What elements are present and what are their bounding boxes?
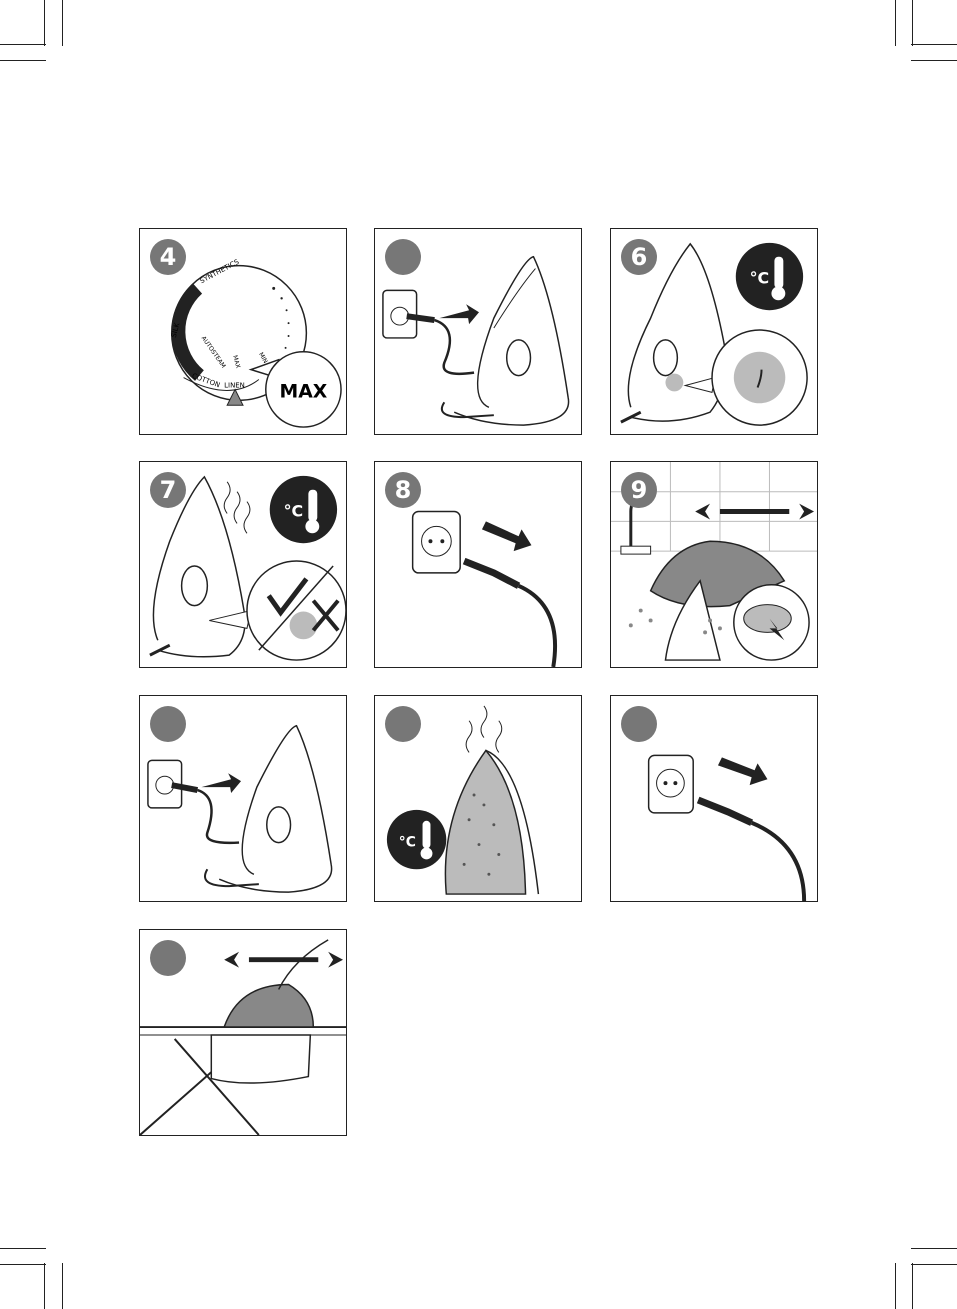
step-5-panel — [374, 228, 582, 435]
step-number-badge: 4 — [150, 239, 186, 275]
step-10-panel — [139, 695, 347, 902]
plug-in-illustration — [382, 255, 570, 426]
temperature-unit: °C — [750, 268, 770, 287]
step-8-panel: 8 — [374, 461, 582, 668]
step-number-badge — [150, 940, 186, 976]
step-number-badge: 6 — [621, 239, 657, 275]
step-9-panel: 9 — [610, 461, 818, 668]
label-silk: SILK — [170, 322, 182, 339]
step-6-panel: 6 °C — [610, 228, 818, 435]
soleplate-hot-illustration: °C — [386, 705, 540, 895]
steam-ironing-illustration — [611, 462, 817, 661]
unplug-illustration — [411, 510, 558, 667]
temperature-unit: °C — [284, 501, 304, 520]
label-linen: LINEN — [224, 381, 245, 389]
step-number-badge — [385, 706, 421, 742]
step-7-panel: 7 °C — [139, 461, 347, 668]
iron-ready-illustration: °C — [149, 475, 346, 661]
label-max-small: MAX — [231, 354, 241, 369]
step-number-badge: 7 — [150, 472, 186, 508]
step-number-badge: 9 — [621, 472, 657, 508]
temperature-unit: °C — [399, 835, 416, 851]
step-number-badge: 8 — [385, 472, 421, 508]
step-number-badge — [385, 239, 421, 275]
ironing-board-illustration — [140, 939, 346, 1135]
iron-heating-illustration: °C — [620, 242, 808, 426]
max-callout: MAX — [280, 381, 328, 402]
step-11-panel: °C — [374, 695, 582, 902]
step-4-panel: 4 SYNTHETICS SILK AUTOSTEAM COTTON LINEN… — [139, 228, 347, 435]
label-min: MIN — [257, 351, 269, 364]
unplug-illustration — [647, 754, 807, 901]
temperature-dial-illustration: SYNTHETICS SILK AUTOSTEAM COTTON LINEN M… — [170, 258, 342, 428]
step-number-badge — [621, 706, 657, 742]
step-13-panel — [139, 929, 347, 1136]
step-12-panel — [610, 695, 818, 902]
step-number-badge — [150, 706, 186, 742]
plug-in-illustration — [147, 724, 333, 893]
